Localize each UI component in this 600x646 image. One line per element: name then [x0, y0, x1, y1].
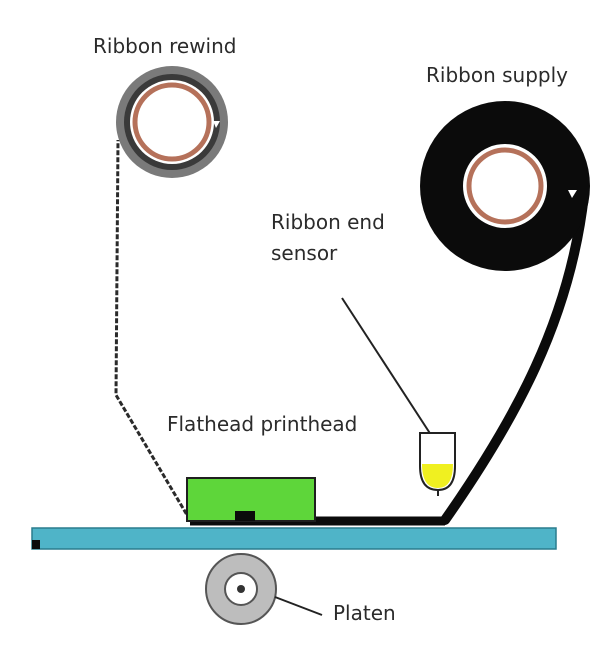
ribbon-rewind-label: Ribbon rewind	[93, 34, 237, 58]
platen-label: Platen	[333, 601, 396, 625]
ribbon-supply-spool	[420, 101, 590, 271]
platen-roller	[205, 553, 277, 625]
platen-pointer-line	[274, 596, 323, 616]
ribbon-end-sensor-label-line2: sensor	[271, 241, 338, 265]
ribbon-end-sensor-label: Ribbon end sensor	[271, 207, 391, 269]
ribbon-rewind-spool	[116, 66, 228, 178]
ribbon-end-sensor-label-line1: Ribbon end	[271, 210, 385, 234]
ribbon-path-rewind	[114, 139, 192, 521]
rail-end-mark	[32, 540, 40, 549]
printhead-heater-element	[235, 511, 255, 521]
label-rail	[31, 527, 557, 550]
sensor-pointer-line	[341, 297, 434, 439]
ribbon-end-sensor	[419, 432, 456, 496]
supply-direction-arrow-icon	[568, 190, 577, 198]
ribbon-supply-label: Ribbon supply	[426, 63, 568, 87]
ribbon-path-supply	[440, 190, 589, 525]
rewind-direction-arrow-icon	[213, 121, 220, 128]
flathead-printhead-label: Flathead printhead	[167, 412, 358, 436]
